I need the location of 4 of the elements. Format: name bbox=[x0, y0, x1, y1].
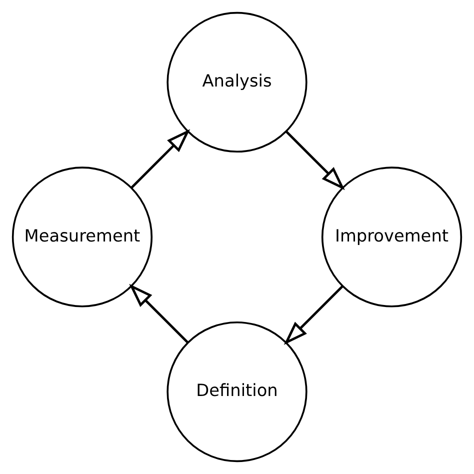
arrow bbox=[130, 129, 190, 188]
arrow bbox=[129, 284, 188, 344]
arrow bbox=[284, 286, 344, 345]
arrow bbox=[286, 130, 345, 190]
